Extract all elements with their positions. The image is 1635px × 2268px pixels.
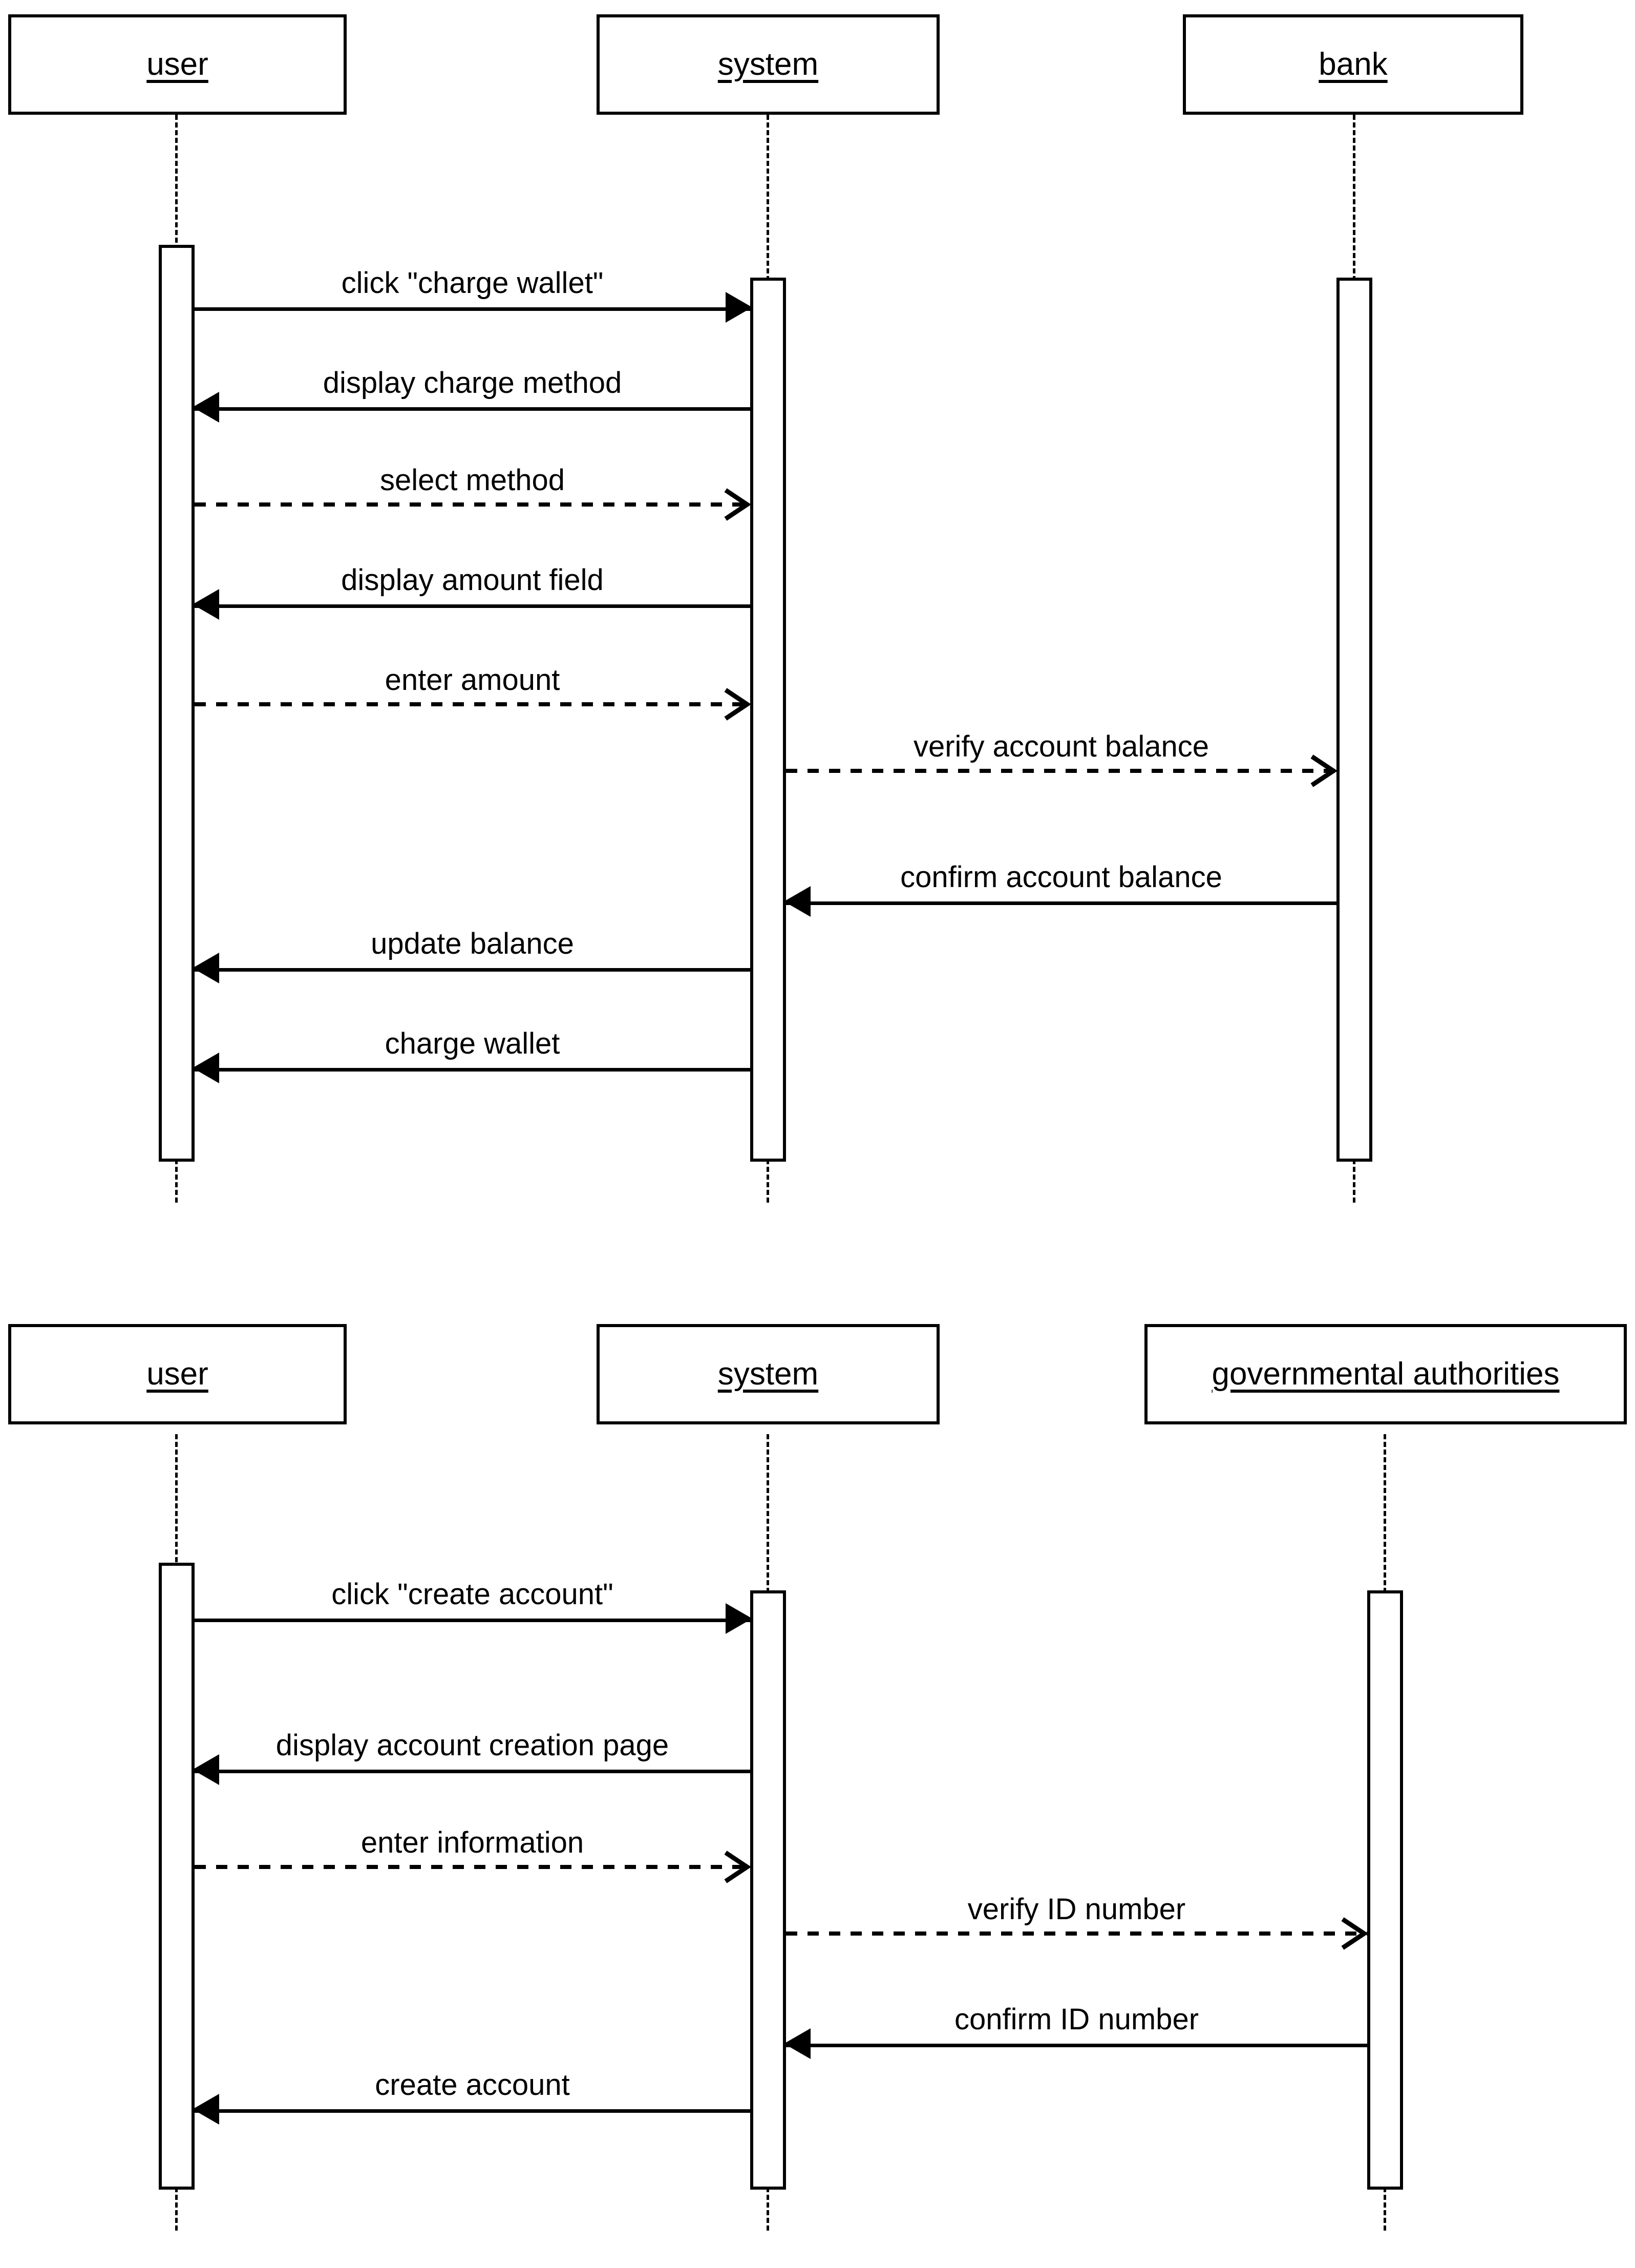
- message-label: select method: [379, 464, 565, 497]
- participant-box-bank[interactable]: bank: [1183, 14, 1523, 115]
- message-line: [195, 702, 750, 706]
- message-line: [195, 1068, 750, 1072]
- message-label: update balance: [371, 927, 574, 961]
- arrowhead-filled-left-icon: [193, 953, 219, 983]
- arrowhead-open-right-icon: [1334, 1915, 1371, 1952]
- message-label: confirm account balance: [900, 860, 1222, 894]
- message-line: [195, 1865, 750, 1869]
- activation-bar-user-2: [159, 1563, 195, 2190]
- participant-box-system[interactable]: system: [597, 14, 940, 115]
- arrowhead-filled-left-icon: [193, 392, 219, 423]
- arrowhead-filled-right-icon: [726, 1603, 752, 1634]
- message-label: confirm ID number: [954, 2003, 1199, 2036]
- message-label: enter information: [360, 1826, 584, 1860]
- activation-bar-bank: [1336, 278, 1372, 1162]
- arrowhead-filled-left-icon: [193, 1754, 219, 1785]
- activation-bar-governmental-authorities: [1367, 1590, 1403, 2190]
- message-label: charge wallet: [385, 1027, 560, 1061]
- message-label: display amount field: [341, 563, 604, 597]
- message-line: [195, 2109, 750, 2113]
- participant-label-bank: bank: [1319, 47, 1388, 82]
- arrowhead-filled-left-icon: [193, 1053, 219, 1083]
- participant-box-system-2[interactable]: system: [597, 1324, 940, 1424]
- arrowhead-filled-left-icon: [784, 2028, 811, 2059]
- participant-label-user-2: user: [146, 1356, 208, 1392]
- message-line: [786, 769, 1336, 773]
- arrowhead-filled-right-icon: [726, 292, 752, 323]
- message-label: display account creation page: [275, 1729, 669, 1762]
- message-line: [786, 1931, 1367, 1936]
- participant-box-user[interactable]: user: [8, 14, 347, 115]
- message-line: [195, 407, 750, 411]
- arrowhead-filled-left-icon: [193, 589, 219, 620]
- message-label: verify account balance: [913, 730, 1209, 764]
- message-label: click "charge wallet": [341, 266, 604, 300]
- arrowhead-open-right-icon: [717, 486, 754, 523]
- message-label: verify ID number: [967, 1893, 1186, 1926]
- message-line: [195, 968, 750, 972]
- participant-label-system-2: system: [717, 1356, 819, 1392]
- message-line: [786, 2044, 1367, 2047]
- arrowhead-filled-left-icon: [784, 886, 811, 917]
- arrowhead-open-right-icon: [717, 1849, 754, 1885]
- activation-bar-user: [159, 245, 195, 1162]
- message-line: [195, 1770, 750, 1773]
- participant-label-system: system: [717, 47, 819, 82]
- message-line: [195, 604, 750, 608]
- message-label: enter amount: [385, 663, 560, 697]
- participant-box-governmental-authorities[interactable]: governmental authorities: [1144, 1324, 1627, 1424]
- message-line: [786, 901, 1336, 905]
- arrowhead-filled-left-icon: [193, 2094, 219, 2125]
- participant-label-user: user: [146, 47, 208, 82]
- message-line: [195, 1619, 750, 1622]
- arrowhead-open-right-icon: [717, 686, 754, 723]
- message-label: create account: [375, 2068, 570, 2102]
- activation-bar-system-2: [750, 1590, 786, 2190]
- arrowhead-open-right-icon: [1304, 752, 1341, 789]
- message-label: display charge method: [323, 366, 622, 400]
- participant-box-user-2[interactable]: user: [8, 1324, 347, 1424]
- message-label: click "create account": [331, 1578, 613, 1611]
- activation-bar-system: [750, 278, 786, 1162]
- message-line: [195, 502, 750, 507]
- message-line: [195, 307, 750, 311]
- participant-label-governmental-authorities: governmental authorities: [1212, 1356, 1560, 1392]
